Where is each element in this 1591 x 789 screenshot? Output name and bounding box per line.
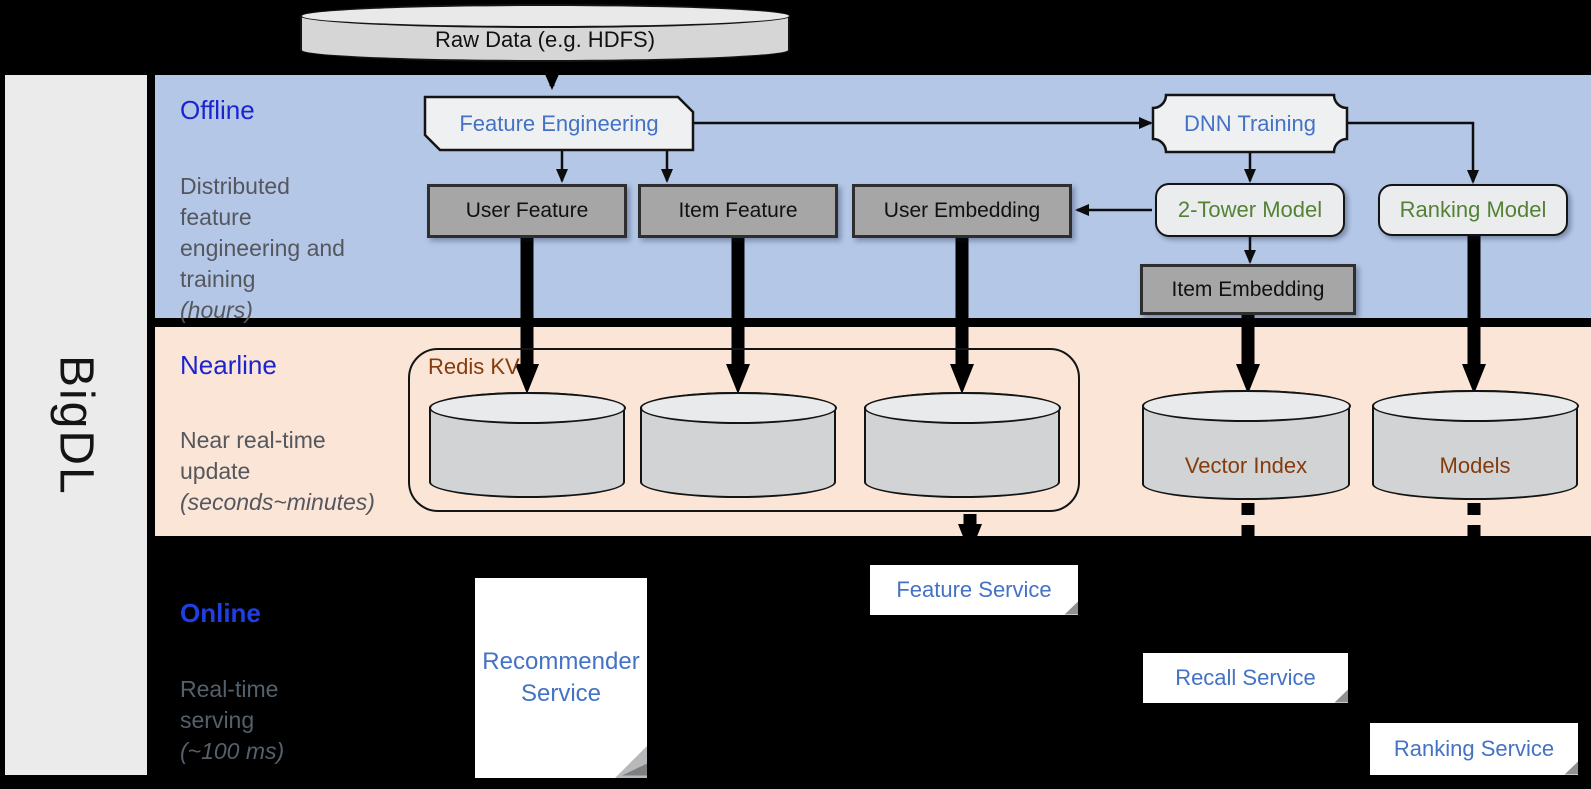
- offline-desc-text: Distributed feature engineering and trai…: [180, 173, 345, 292]
- recommender-service-doc: Recommender Service: [475, 578, 647, 778]
- item-feature-node: Item Feature: [638, 184, 838, 238]
- feature-service-label: Feature Service: [896, 577, 1052, 602]
- offline-section-title: Offline: [180, 95, 255, 125]
- user-embedding-node: User Embedding: [852, 184, 1072, 238]
- online-desc-text: Real-time serving: [180, 676, 279, 733]
- nearline-desc-note: (seconds~minutes): [180, 489, 375, 515]
- bigdl-brand-label: BigDL: [49, 354, 103, 496]
- raw-data-store: Raw Data (e.g. HDFS): [299, 3, 791, 62]
- bigdl-sidebar: BigDL: [5, 75, 147, 775]
- dnn-training-label: DNN Training: [1183, 110, 1317, 136]
- vector-index-store: Vector Index: [1141, 389, 1351, 500]
- two-tower-model-node: 2-Tower Model: [1155, 183, 1345, 237]
- models-store: Models: [1371, 389, 1579, 500]
- user-feature-node: User Feature: [427, 184, 627, 238]
- online-desc-note: (~100 ms): [180, 738, 285, 764]
- ranking-service-label: Ranking Service: [1393, 736, 1555, 761]
- arrow-dnn-training-to-ranking-model: [1347, 121, 1479, 184]
- redis-kv-container: [408, 348, 1080, 512]
- recall-service-node: Recall Service: [1143, 653, 1348, 703]
- dnn-training-shape: [1151, 93, 1349, 154]
- ranking-service-node: Ranking Service: [1370, 723, 1578, 775]
- item-embedding-node: Item Embedding: [1140, 264, 1356, 315]
- offline-desc-note: (hours): [180, 297, 253, 323]
- redis-kv-label: Redis KV: [428, 354, 520, 379]
- feature-engineering-shape: [423, 95, 695, 152]
- ranking-service-fold: [1564, 761, 1578, 775]
- nearline-section-desc: Near real-time update (seconds~minutes): [180, 394, 442, 549]
- offline-section-desc: Distributed feature engineering and trai…: [180, 140, 400, 326]
- ranking-model-node: Ranking Model: [1378, 184, 1568, 236]
- nearline-section-title: Nearline: [180, 350, 277, 380]
- redis-shard-cylinder-3: [863, 391, 1061, 498]
- recall-service-fold: [1334, 689, 1348, 703]
- feature-service-fold: [1064, 601, 1078, 615]
- nearline-desc-text: Near real-time update: [180, 427, 326, 484]
- models-label: Models: [1439, 453, 1511, 478]
- feature-service-node: Feature Service: [870, 565, 1078, 615]
- redis-shard-cylinder-2: [639, 391, 837, 498]
- feature-engineering-label: Feature Engineering: [459, 110, 659, 136]
- recall-service-label: Recall Service: [1175, 665, 1316, 690]
- redis-shard-cylinder-1: [428, 391, 626, 498]
- online-section-title: Online: [180, 598, 261, 628]
- online-section-desc: Real-time serving (~100 ms): [180, 643, 420, 789]
- raw-data-label: Raw Data (e.g. HDFS): [434, 27, 656, 52]
- vector-index-label: Vector Index: [1184, 453, 1308, 478]
